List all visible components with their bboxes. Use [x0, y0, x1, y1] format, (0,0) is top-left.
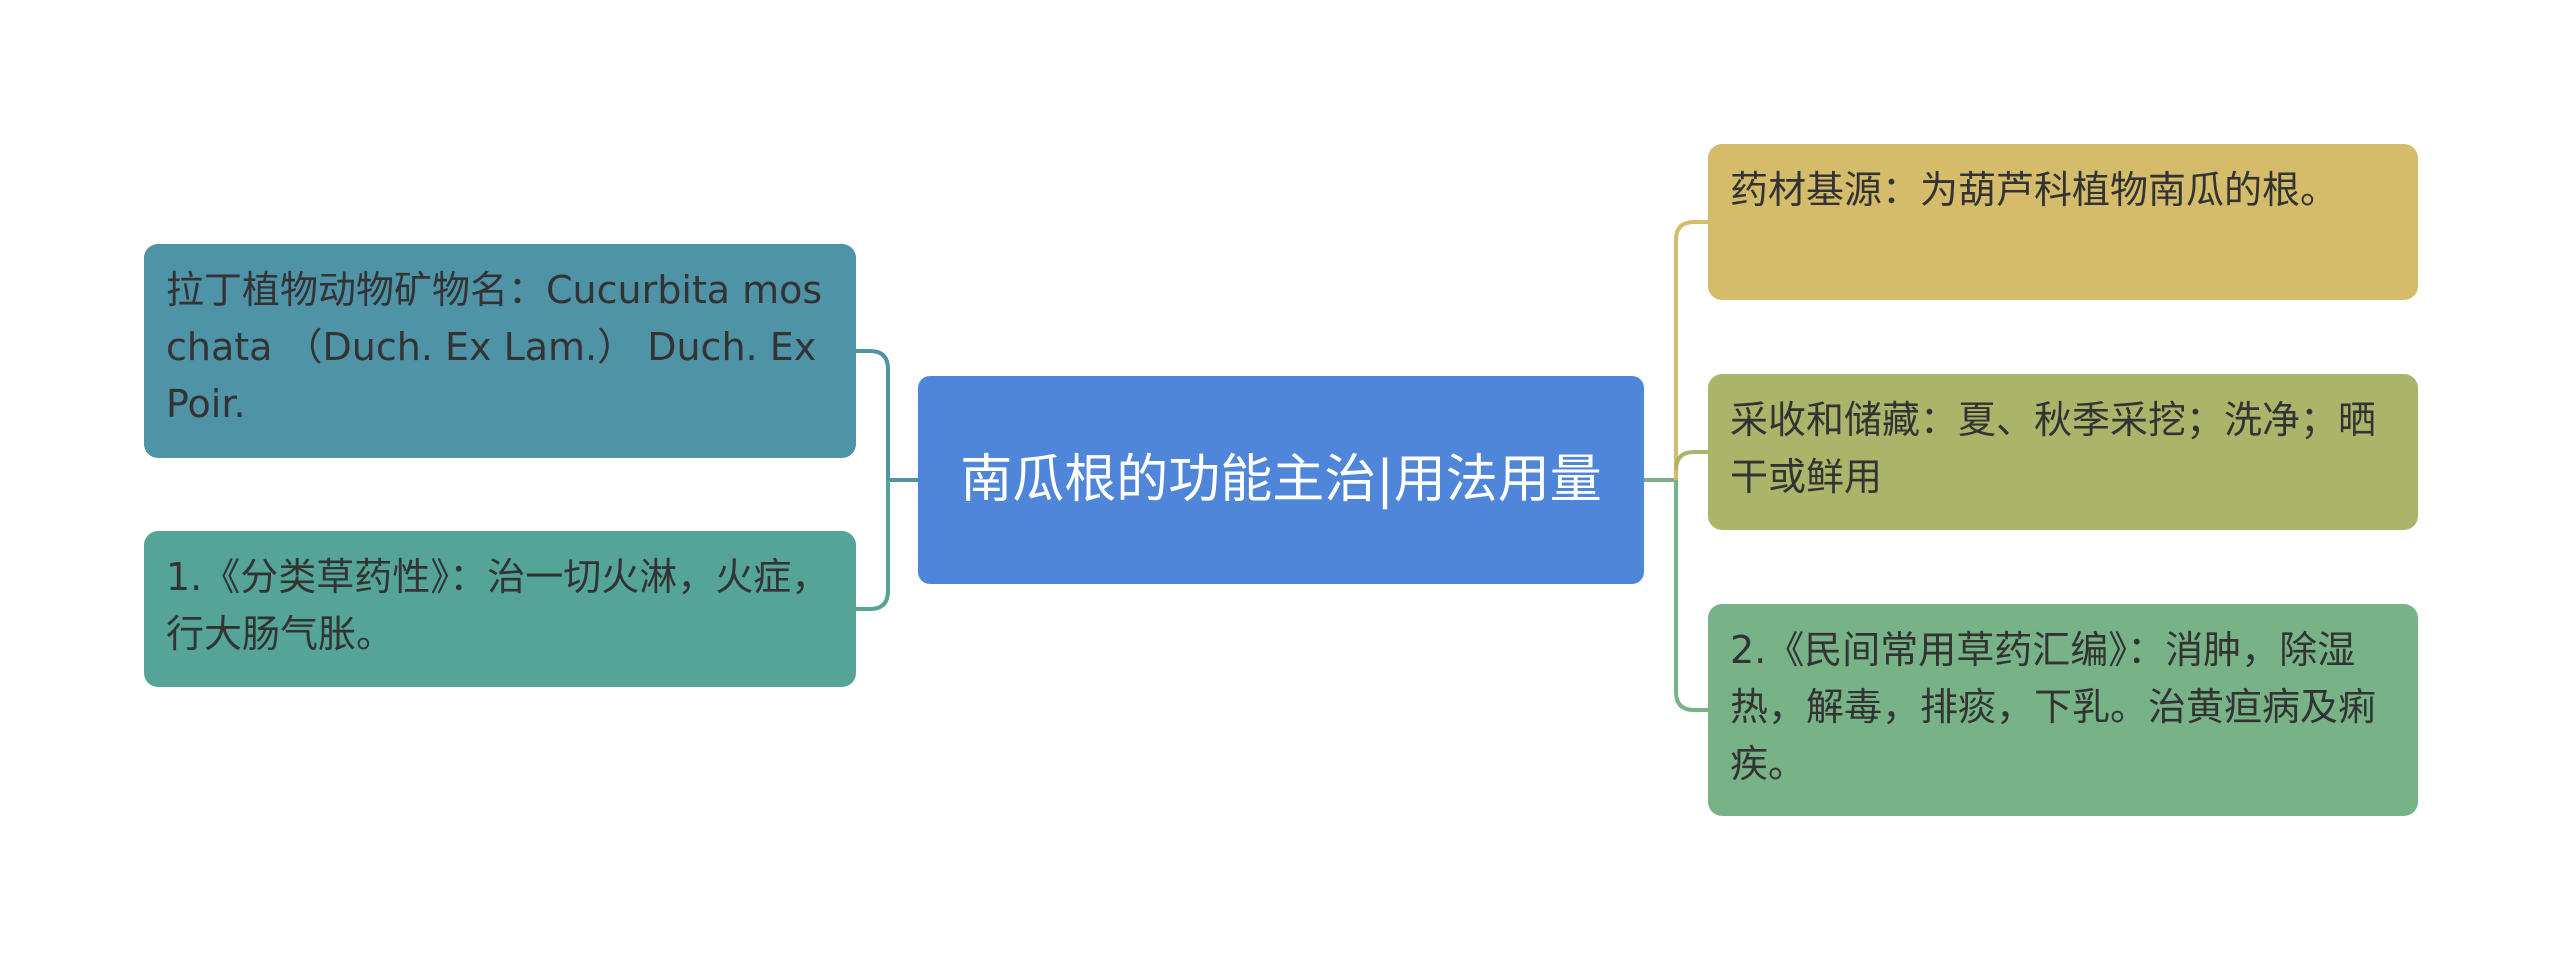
topic-node-latin-name[interactable]: 拉丁植物动物矿物名：Cucurbita moschata （Duch. Ex L…	[144, 244, 856, 458]
connector-left-classification	[856, 480, 890, 611]
topic-label-medicinal-source: 药材基源：为葫芦科植物南瓜的根。	[1730, 168, 2339, 212]
topic-label-harvest-storage: 采收和储藏：夏、秋季采挖；洗净；晒干或鲜用	[1730, 398, 2377, 499]
topic-node-folk-herbal-compilation[interactable]: 2.《民间常用草药汇编》：消肿，除湿热，解毒，排痰，下乳。治黄疸病及痢疾。	[1708, 604, 2418, 816]
central-topic-node[interactable]: 南瓜根的功能主治|用法用量	[918, 376, 1644, 584]
central-topic-label: 南瓜根的功能主治|用法用量	[960, 450, 1602, 510]
topic-label-latin-name: 拉丁植物动物矿物名：Cucurbita moschata （Duch. Ex L…	[166, 268, 823, 426]
connector-right-source	[1674, 220, 1708, 480]
topic-label-folk-herbal-compilation: 2.《民间常用草药汇编》：消肿，除湿热，解毒，排痰，下乳。治黄疸病及痢疾。	[1730, 628, 2377, 786]
connector-right-folk	[1674, 480, 1708, 712]
topic-label-classification-herbal: 1.《分类草药性》：治一切火淋，火症，行大肠气胀。	[166, 555, 830, 656]
topic-node-harvest-storage[interactable]: 采收和储藏：夏、秋季采挖；洗净；晒干或鲜用	[1708, 374, 2418, 530]
topic-node-classification-herbal[interactable]: 1.《分类草药性》：治一切火淋，火症，行大肠气胀。	[144, 531, 856, 687]
connector-left-latin-name	[856, 349, 890, 480]
topic-node-medicinal-source[interactable]: 药材基源：为葫芦科植物南瓜的根。	[1708, 144, 2418, 300]
connector-right-harvest	[1674, 450, 1708, 471]
